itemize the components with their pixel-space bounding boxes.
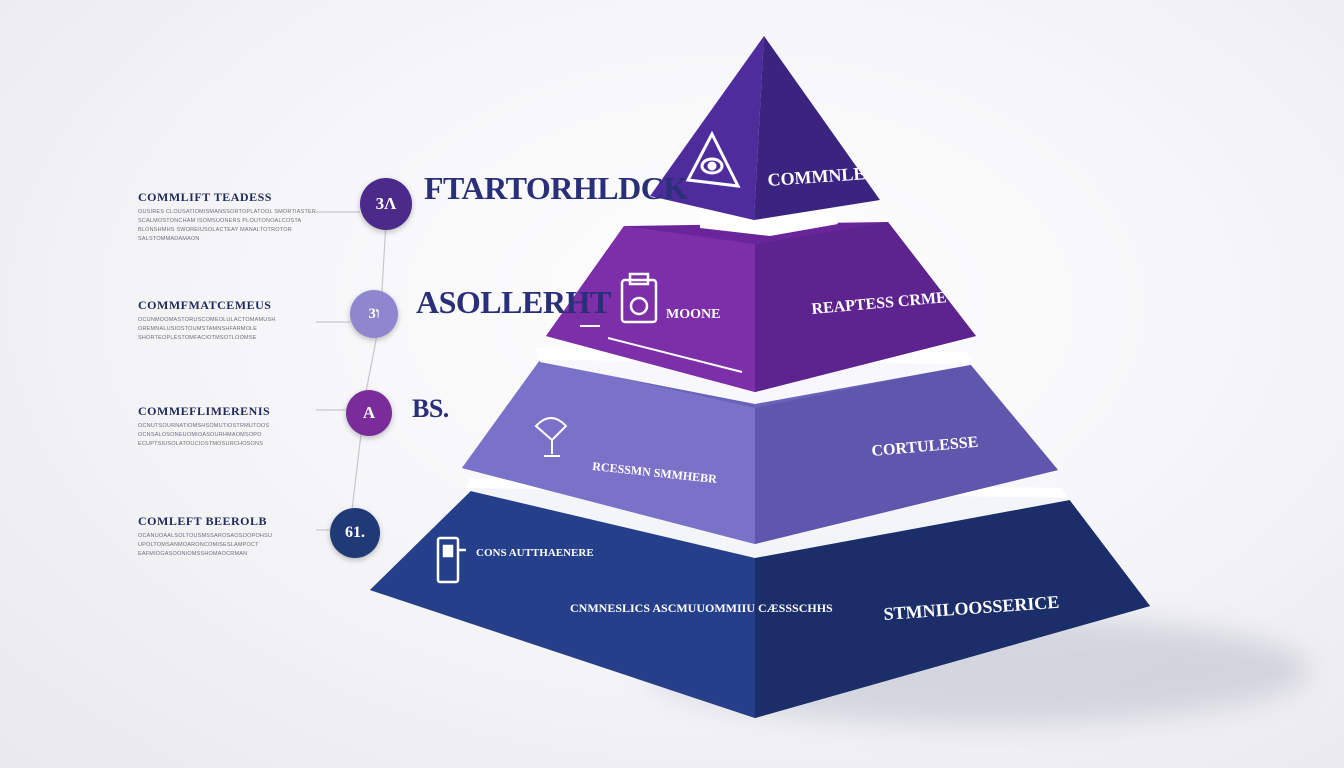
tier-4-front-label-2: CNMNESLICS ASCMUUOMMIIU CÆSSSCHHS xyxy=(570,601,833,615)
level-3-heading: BS. xyxy=(412,394,449,423)
device-icon xyxy=(436,536,466,584)
tier-2-front-label: MOONE xyxy=(666,307,720,322)
tier-4-side-face xyxy=(755,498,1150,718)
level-2-title: COMMFMATCEMEUS xyxy=(138,298,272,312)
tier-2-accent-line xyxy=(607,337,743,373)
level-2-badge-label: 3ו xyxy=(368,305,380,322)
level-3-badge-label: Α xyxy=(362,403,376,422)
tier-3-side-face xyxy=(755,364,1058,544)
level-1-heading: FTARTORHLDCK xyxy=(424,170,688,206)
tier-3-front-face xyxy=(462,360,755,544)
tier-2-front-face xyxy=(546,226,755,392)
level-3-description: OCNUTSOURNATIOMSHSOMUTIOSTRMUTOOS OCNSAL… xyxy=(138,423,270,447)
tier-1-front-face xyxy=(650,36,764,220)
level-1-description: OUSIRES CLOUSATIOMISMANSSORTOPLATOOL SMO… xyxy=(138,209,317,242)
level-4-title: COMLEFT BEEROLB xyxy=(138,514,267,528)
level-1-badge-label: 3Λ xyxy=(375,194,397,213)
level-1-badge: 3Λ xyxy=(360,178,412,230)
level-3-title: COMMEFLIMERENIS xyxy=(138,404,271,418)
level-4-badge-label: 61. xyxy=(345,524,365,541)
tier-4-front-label: CONS AUTTHAENERE xyxy=(476,547,594,559)
level-4-badge: 61. xyxy=(330,508,380,558)
level-1-title: COMMLIFT TEADESS xyxy=(138,190,272,204)
level-2-heading: ASOLLERHT xyxy=(416,284,611,320)
tier-1-side-face xyxy=(754,36,880,220)
lamp-icon xyxy=(534,417,568,457)
triangle-eye-icon xyxy=(685,130,741,188)
tier-4-front-face xyxy=(370,488,755,718)
level-4-description: OCANUOAALSOLTOUSMSSAROSAOSOOPOHSU UPOLTO… xyxy=(138,533,273,557)
tablet-icon xyxy=(620,272,658,324)
pyramid-tier-1 xyxy=(650,36,880,220)
level-2-description: OCUNMOOMASTORUSCOMEOLULACTOMAMUSH OREMNA… xyxy=(138,317,276,341)
level-2-badge: 3ו xyxy=(350,290,398,338)
level-3-badge: Α xyxy=(346,390,392,436)
tier-2-side-face xyxy=(755,222,976,392)
connector-lines xyxy=(316,211,387,531)
pyramid-tier-3 xyxy=(462,360,1058,544)
